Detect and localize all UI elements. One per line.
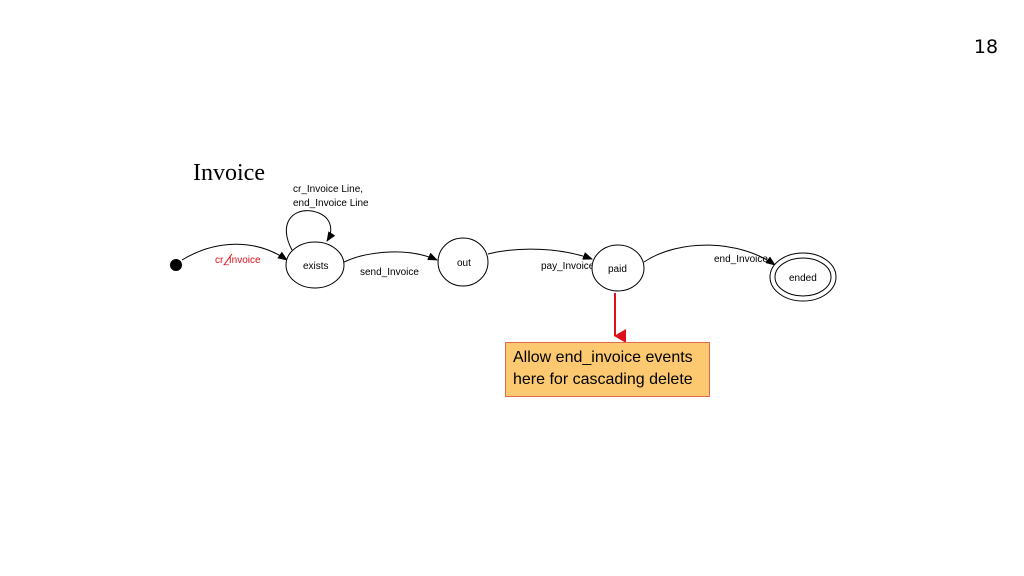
transition-pay-label: pay_Invoice bbox=[541, 261, 595, 272]
diagram-title: Invoice bbox=[193, 160, 265, 186]
transition-self-loop-label-line2: end_Invoice Line bbox=[293, 198, 369, 209]
annotation-note: Allow end_invoice events here for cascad… bbox=[505, 342, 710, 397]
state-out bbox=[437, 237, 489, 287]
transition-send bbox=[343, 251, 438, 263]
annotation-note-line2: here for cascading delete bbox=[513, 371, 693, 388]
transition-end bbox=[643, 244, 776, 266]
transition-create-label: cr_Invoice bbox=[215, 255, 261, 266]
state-ended bbox=[774, 257, 832, 297]
transition-create-strike bbox=[223, 253, 233, 266]
state-paid bbox=[591, 244, 645, 292]
transition-self-loop-label-line1: cr_Invoice Line, bbox=[293, 184, 363, 195]
state-ended-label: ended bbox=[789, 273, 817, 284]
state-exists-label: exists bbox=[303, 261, 329, 272]
transition-pay bbox=[487, 248, 593, 260]
transition-create bbox=[181, 243, 288, 261]
state-out-label: out bbox=[457, 258, 471, 269]
slide-number: 18 bbox=[973, 36, 999, 58]
annotation-note-line1: Allow end_invoice events bbox=[513, 349, 693, 366]
transition-self-loop bbox=[286, 210, 336, 251]
initial-state-dot bbox=[170, 259, 182, 271]
state-exists bbox=[285, 241, 345, 289]
state-paid-label: paid bbox=[608, 264, 627, 275]
transition-send-label: send_Invoice bbox=[360, 267, 419, 278]
transition-end-label: end_Invoice bbox=[714, 254, 768, 265]
